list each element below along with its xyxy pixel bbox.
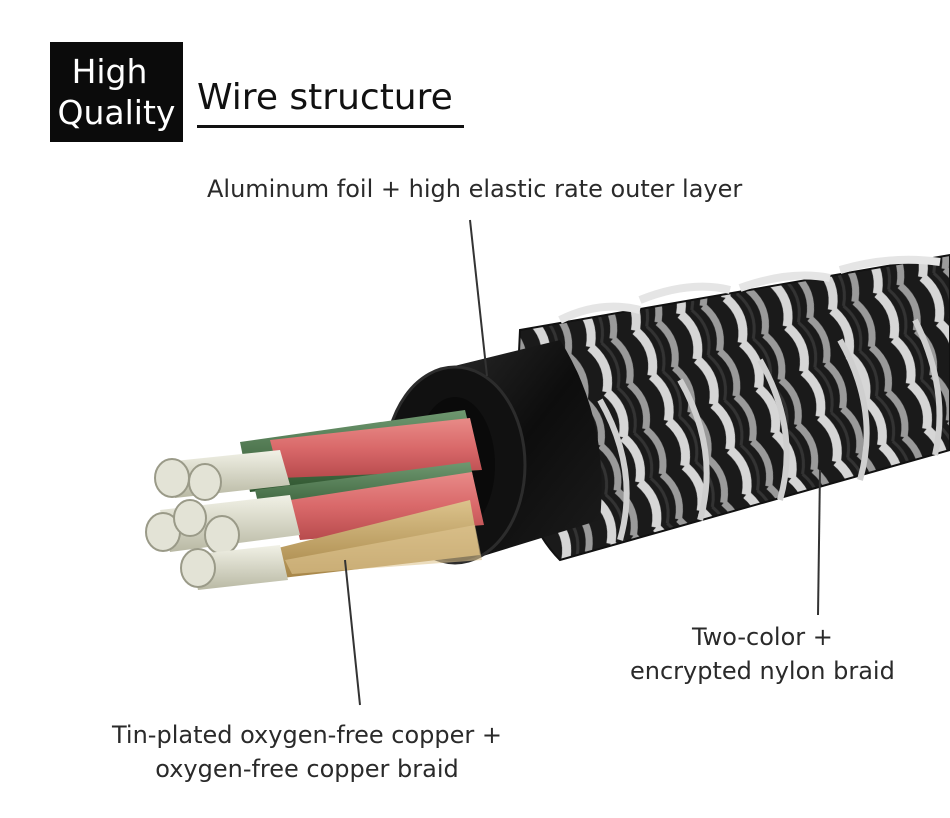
- tin-plated-strands: [145, 450, 300, 590]
- braid-label-line-1: Two-color +: [691, 623, 833, 651]
- badge-line-1: High: [71, 52, 148, 91]
- quality-badge: High Quality: [50, 42, 183, 142]
- outer-layer-callout-line: [469, 219, 488, 377]
- page-title: Wire structure: [197, 77, 453, 118]
- braid-callout-line: [817, 469, 821, 616]
- copper-label-line-2: oxygen-free copper braid: [155, 755, 459, 783]
- copper-label: Tin-plated oxygen-free copper + oxygen-f…: [112, 718, 502, 786]
- copper-label-line-1: Tin-plated oxygen-free copper +: [112, 721, 502, 749]
- outer-layer-label: Aluminum foil + high elastic rate outer …: [207, 175, 743, 203]
- nylon-braid: [513, 253, 950, 562]
- braid-label-line-2: encrypted nylon braid: [630, 657, 895, 685]
- braid-label: Two-color + encrypted nylon braid: [630, 620, 895, 688]
- title-underline: [197, 125, 464, 128]
- copper-callout-line: [344, 559, 361, 706]
- badge-line-2: Quality: [57, 93, 176, 132]
- inner-conductors: [240, 410, 484, 578]
